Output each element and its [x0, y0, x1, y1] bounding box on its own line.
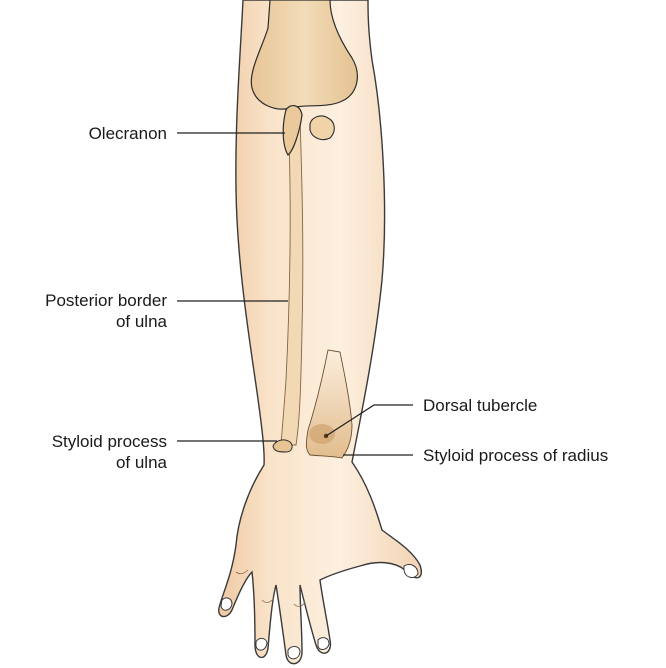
dorsal-tubercle-mark — [309, 424, 335, 444]
label-styloid-ulna-line1: Styloid process — [10, 431, 167, 452]
nail-index — [221, 598, 232, 610]
label-posterior-border-line1: Posterior border — [10, 290, 167, 311]
radial-head — [310, 116, 334, 140]
nail-little — [318, 638, 329, 650]
label-olecranon: Olecranon — [20, 123, 167, 144]
label-posterior-border-line2: of ulna — [10, 311, 167, 332]
label-posterior-border: Posterior border of ulna — [10, 290, 167, 332]
nail-middle — [256, 638, 267, 650]
label-styloid-ulna-line2: of ulna — [10, 452, 167, 473]
label-styloid-ulna: Styloid process of ulna — [10, 431, 167, 473]
label-dorsal-tubercle: Dorsal tubercle — [423, 395, 537, 416]
nail-ring — [288, 646, 300, 658]
label-styloid-radius: Styloid process of radius — [423, 445, 608, 466]
